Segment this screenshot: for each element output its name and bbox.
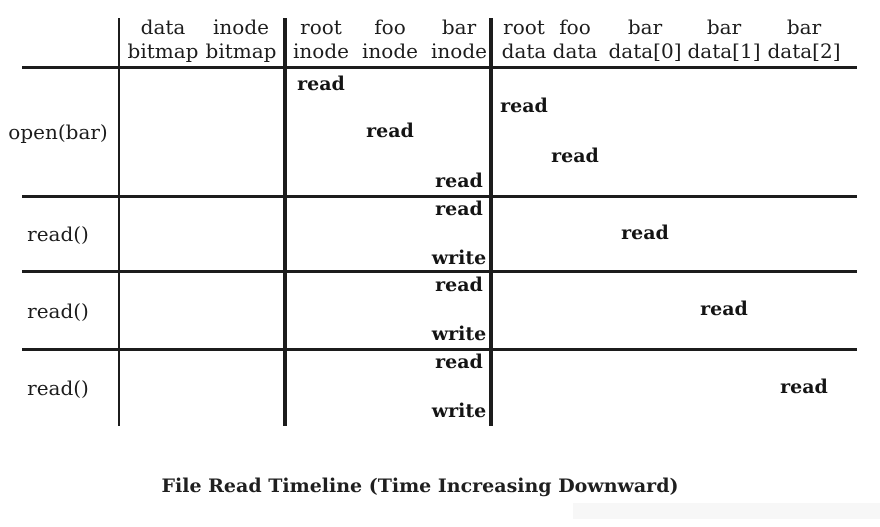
column-header-line2: data[0] xyxy=(608,39,682,63)
event-read-foo-data: read xyxy=(551,145,599,167)
column-header-line1: bar xyxy=(627,15,663,39)
page-artifact-strip xyxy=(573,503,880,519)
column-header-line1: bar xyxy=(706,15,742,39)
event-write-bar-inode: write xyxy=(431,400,487,422)
column-header-line2: bitmap xyxy=(205,39,277,63)
operation-label: open(bar) xyxy=(8,119,108,144)
column-separator-line xyxy=(283,18,287,426)
column-separator-line xyxy=(118,18,120,426)
event-write-bar-inode: write xyxy=(431,323,487,345)
column-separator-line xyxy=(489,18,493,426)
column-header-line2: data[1] xyxy=(687,39,761,63)
event-read-bar-inode: read xyxy=(435,351,483,373)
row-separator-line xyxy=(22,66,857,69)
figure-caption: File Read Timeline (Time Increasing Down… xyxy=(161,475,679,497)
event-read-root-inode: read xyxy=(297,73,345,95)
event-read-bar-data-2: read xyxy=(780,376,828,398)
event-read-bar-inode: read xyxy=(435,170,483,192)
operation-label: read() xyxy=(27,376,89,400)
column-header-line2: inode xyxy=(431,39,487,63)
column-header-line2: bitmap xyxy=(127,39,199,63)
row-separator-line xyxy=(22,195,857,198)
column-header-line2: inode xyxy=(362,39,418,63)
operation-label: read() xyxy=(27,298,89,323)
column-header-line1: root xyxy=(300,15,342,39)
operation-label: read() xyxy=(27,222,89,246)
column-header-line2: inode xyxy=(293,39,349,63)
event-read-bar-inode: read xyxy=(435,274,483,296)
row-separator-line xyxy=(22,270,857,273)
column-header-line2: data xyxy=(552,39,598,63)
column-header-line2: data xyxy=(501,39,547,63)
event-write-bar-inode: write xyxy=(431,247,487,269)
event-read-bar-data-0: read xyxy=(621,222,669,244)
column-header-line1: data xyxy=(140,15,186,39)
column-header-line1: bar xyxy=(441,15,477,39)
row-separator-line xyxy=(22,348,857,351)
column-header-line1: bar xyxy=(786,15,822,39)
event-read-bar-data-1: read xyxy=(700,298,748,320)
column-header-line1: foo xyxy=(374,15,406,39)
event-read-bar-inode: read xyxy=(435,198,483,220)
column-header-line1: inode xyxy=(213,15,269,39)
column-header-line1: root xyxy=(503,15,545,39)
column-header-line1: foo xyxy=(559,15,591,39)
event-read-root-data: read xyxy=(500,95,548,117)
column-header-line2: data[2] xyxy=(767,39,841,63)
event-read-foo-inode: read xyxy=(366,120,414,142)
